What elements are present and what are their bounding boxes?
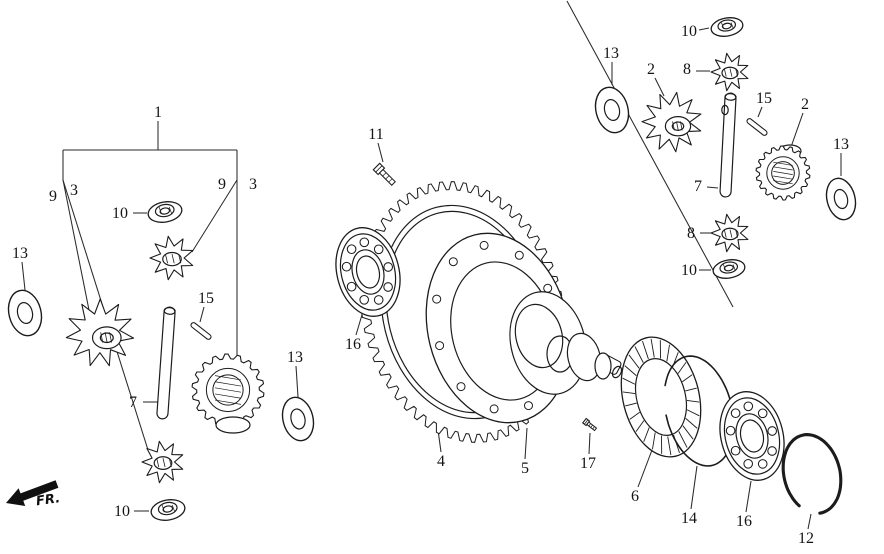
part-callout-16-18: 16 xyxy=(736,513,752,530)
parts-layer xyxy=(7,17,857,521)
thrust-washer-13-left xyxy=(7,289,43,337)
part-callout-11-11: 11 xyxy=(368,126,383,143)
pinion-gear-8-bottom-right xyxy=(710,213,749,253)
part-callout-17-15: 17 xyxy=(580,455,596,472)
part-callout-9-3: 9 xyxy=(218,176,226,193)
part-callout-15-7: 15 xyxy=(198,290,214,307)
thrust-washer-13-top-right xyxy=(594,86,630,134)
part-callout-13-5: 13 xyxy=(12,245,28,262)
lock-pin-15-left xyxy=(190,322,212,340)
fr-direction-indicator: FR. xyxy=(6,480,61,509)
conical-spring-washer-6 xyxy=(620,336,702,458)
splined-side-gear-hub-left xyxy=(215,416,251,434)
side-gear-2-upper-right xyxy=(641,91,702,153)
part-callout-8-23: 8 xyxy=(683,61,691,78)
part-callout-12-19: 12 xyxy=(798,530,814,547)
pinion-gear-top-left xyxy=(149,235,194,281)
part-callout-6-16: 6 xyxy=(631,488,639,505)
part-callout-13-21: 13 xyxy=(603,45,619,62)
differential-case-5 xyxy=(425,232,623,424)
spring-washer-10-top-right xyxy=(710,17,744,37)
lock-pin-15-right xyxy=(746,118,768,136)
thrust-washer-13-mid-left xyxy=(281,396,315,442)
set-ring-12 xyxy=(781,433,843,515)
spring-washer-10-bottom-right xyxy=(712,259,746,279)
part-callout-10-6: 10 xyxy=(112,205,128,222)
part-callout-10-29: 10 xyxy=(681,262,697,279)
side-bearing-16-right xyxy=(719,391,785,481)
side-gear-left xyxy=(65,298,135,367)
part-callout-1-0: 1 xyxy=(154,104,162,121)
pinion-shaft-7-left xyxy=(156,306,176,420)
part-callout-2-22: 2 xyxy=(647,61,655,78)
part-callout-10-20: 10 xyxy=(681,23,697,40)
leader-lines xyxy=(21,0,842,530)
part-callout-14-17: 14 xyxy=(681,510,697,527)
part-callout-5-14: 5 xyxy=(521,460,529,477)
part-callout-7-27: 7 xyxy=(694,178,702,195)
part-callout-9-1: 9 xyxy=(49,188,57,205)
part-callout-13-26: 13 xyxy=(833,136,849,153)
part-callout-13-9: 13 xyxy=(287,349,303,366)
spring-washer-10-top-left xyxy=(147,201,183,223)
side-gear-2-lower-right xyxy=(755,145,811,201)
case-bolt-17 xyxy=(581,417,598,432)
part-callout-16-12: 16 xyxy=(345,336,361,353)
thrust-washer-13-far-right xyxy=(825,177,857,221)
part-callout-2-25: 2 xyxy=(801,96,809,113)
part-callout-7-8: 7 xyxy=(129,394,137,411)
ring-gear-bolt-11 xyxy=(372,162,396,186)
splined-side-gear-left xyxy=(191,353,265,427)
pinion-gear-bottom-left xyxy=(141,440,184,484)
pinion-gear-8-top-right xyxy=(710,52,749,92)
spring-washer-10-bottom-left xyxy=(150,499,186,521)
part-callout-10-10: 10 xyxy=(114,503,130,520)
part-callout-3-2: 3 xyxy=(70,182,78,199)
part-callout-4-13: 4 xyxy=(437,453,445,470)
fr-arrow-icon xyxy=(6,480,59,506)
part-callout-15-24: 15 xyxy=(756,90,772,107)
part-callout-8-28: 8 xyxy=(687,225,695,242)
fr-label: FR. xyxy=(35,491,61,509)
part-callout-3-4: 3 xyxy=(249,176,257,193)
side-bearing-16-left xyxy=(335,227,401,317)
